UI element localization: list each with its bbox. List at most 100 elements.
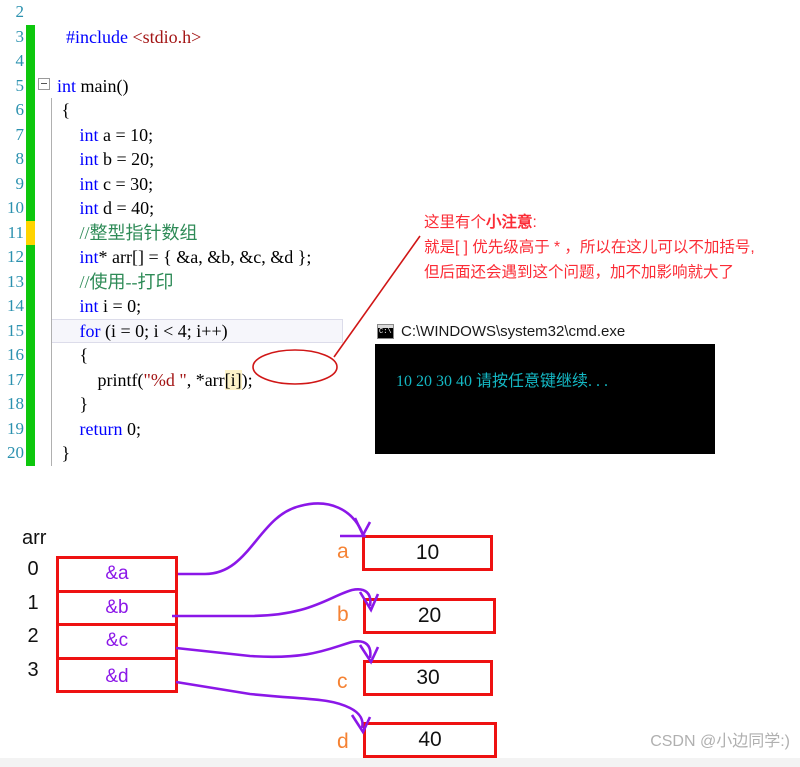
code-token: //整型指针数组 <box>79 222 198 243</box>
current-line-highlight <box>51 318 343 343</box>
fold-gutter <box>35 0 53 25</box>
code-text: { <box>53 98 800 122</box>
console-output[interactable]: 10 20 30 40 请按任意键继续. . . <box>375 344 715 454</box>
line-number: 12 <box>7 247 24 267</box>
code-line[interactable]: 20 } <box>0 441 800 466</box>
line-number: 5 <box>15 75 25 95</box>
fold-gutter <box>35 343 53 368</box>
fold-toggle-icon[interactable] <box>35 74 53 99</box>
code-line[interactable]: 17 printf("%d ", *arr[i]); <box>0 367 800 393</box>
fold-gutter <box>35 417 53 442</box>
line-number: 9 <box>15 173 25 193</box>
fold-gutter <box>35 245 53 270</box>
code-token: int <box>79 247 99 268</box>
minus-icon[interactable] <box>38 77 50 90</box>
console-titlebar: C:\WINDOWS\system32\cmd.exe <box>375 318 715 344</box>
code-line[interactable]: 14 int i = 0; <box>0 294 800 319</box>
console-window[interactable]: C:\WINDOWS\system32\cmd.exe 10 20 30 40 … <box>375 318 715 454</box>
value-box: 20 <box>363 598 496 634</box>
arrowhead-c <box>358 644 380 665</box>
array-index-label: 2 <box>27 625 39 648</box>
change-marker <box>26 122 35 147</box>
annotation-line-1-suffix: : <box>532 214 537 231</box>
value-box: 40 <box>363 722 497 758</box>
indent-guide <box>51 343 52 368</box>
code-token <box>57 419 80 439</box>
line-number: 19 <box>7 418 24 438</box>
arrowhead-a <box>353 517 372 538</box>
code-token: { <box>57 100 71 121</box>
code-token <box>57 125 80 145</box>
line-number: 20 <box>7 443 24 463</box>
indent-guide <box>51 196 52 221</box>
array-cell: &b <box>59 593 175 627</box>
variable-label: c <box>337 670 348 693</box>
code-token: main() <box>76 75 129 96</box>
code-token: #include <box>57 26 133 47</box>
code-token: //使用--打印 <box>79 271 174 292</box>
code-line[interactable]: 11 //整型指针数组 <box>0 220 800 245</box>
code-token: int <box>79 173 99 194</box>
code-line[interactable]: 3 #include <stdio.h> <box>0 24 800 50</box>
code-token: d = 40; <box>98 198 155 219</box>
code-text: int i = 0; <box>53 294 800 318</box>
annotation-line-3: 但后面还会遇到这个问题，加不加影响就大了 <box>424 264 735 281</box>
code-token: int <box>79 149 99 170</box>
value-box: 30 <box>363 660 493 696</box>
code-line[interactable]: 7 int a = 10; <box>0 122 800 147</box>
code-line[interactable]: 18 } <box>0 392 800 417</box>
annotation-note: 这里有个小注意: 就是[ ] 优先级高于 * ，所以在这儿可以不加括号, 但后面… <box>424 210 800 285</box>
console-title-text: C:\WINDOWS\system32\cmd.exe <box>401 322 626 340</box>
code-text: //整型指针数组 <box>53 221 800 245</box>
line-number: 10 <box>7 198 24 218</box>
code-token: <stdio.h> <box>132 26 202 47</box>
code-text: int b = 20; <box>53 147 800 171</box>
code-token: int <box>79 124 99 145</box>
code-line[interactable]: 13 //使用--打印 <box>0 269 800 294</box>
array-name-label: arr <box>22 527 47 549</box>
code-text: { <box>53 343 800 367</box>
code-text: printf("%d ", *arr[i]); <box>53 368 800 392</box>
code-token <box>57 296 80 316</box>
annotation-line-1-prefix: 这里有个 <box>424 214 487 231</box>
indent-guide <box>51 441 52 466</box>
array-cell: &a <box>59 559 175 593</box>
code-line[interactable]: 4 <box>0 49 800 74</box>
code-text: int* arr[] = { &a, &b, &c, &d }; <box>53 245 800 269</box>
code-token: [i] <box>224 369 242 390</box>
line-number: 17 <box>7 369 24 389</box>
code-line[interactable]: 15 for (i = 0; i < 4; i++) <box>0 318 800 344</box>
fold-gutter <box>35 319 53 344</box>
code-line[interactable]: 10 int d = 40; <box>0 196 800 221</box>
code-token: i = 0; <box>98 296 142 317</box>
change-marker <box>26 245 35 270</box>
code-text: #include <stdio.h> <box>53 25 800 49</box>
code-line[interactable]: 12 int* arr[] = { &a, &b, &c, &d }; <box>0 245 800 270</box>
change-marker <box>26 171 35 196</box>
variable-label: b <box>337 603 349 626</box>
code-line[interactable]: 2 <box>0 0 800 25</box>
change-marker <box>26 24 35 49</box>
indent-guide <box>51 171 52 196</box>
fold-gutter <box>35 368 53 393</box>
indent-guide <box>51 294 52 319</box>
code-line[interactable]: 9 int c = 30; <box>0 171 800 196</box>
line-number: 14 <box>7 296 24 316</box>
change-marker <box>26 318 35 343</box>
pointer-arrows <box>172 502 380 735</box>
code-token: (i = 0; i < 4; i++) <box>100 320 228 341</box>
arrow-d <box>175 680 364 729</box>
code-line[interactable]: 8 int b = 20; <box>0 147 800 172</box>
fold-gutter <box>35 25 53 50</box>
indent-guide <box>51 122 52 147</box>
code-line[interactable]: 16 { <box>0 343 800 368</box>
code-line[interactable]: 19 return 0; <box>0 416 800 442</box>
change-marker <box>26 343 35 368</box>
code-token: b = 20; <box>98 149 155 170</box>
line-number: 3 <box>15 26 25 46</box>
code-line[interactable]: 6 { <box>0 98 800 123</box>
code-token: ); <box>241 369 253 390</box>
